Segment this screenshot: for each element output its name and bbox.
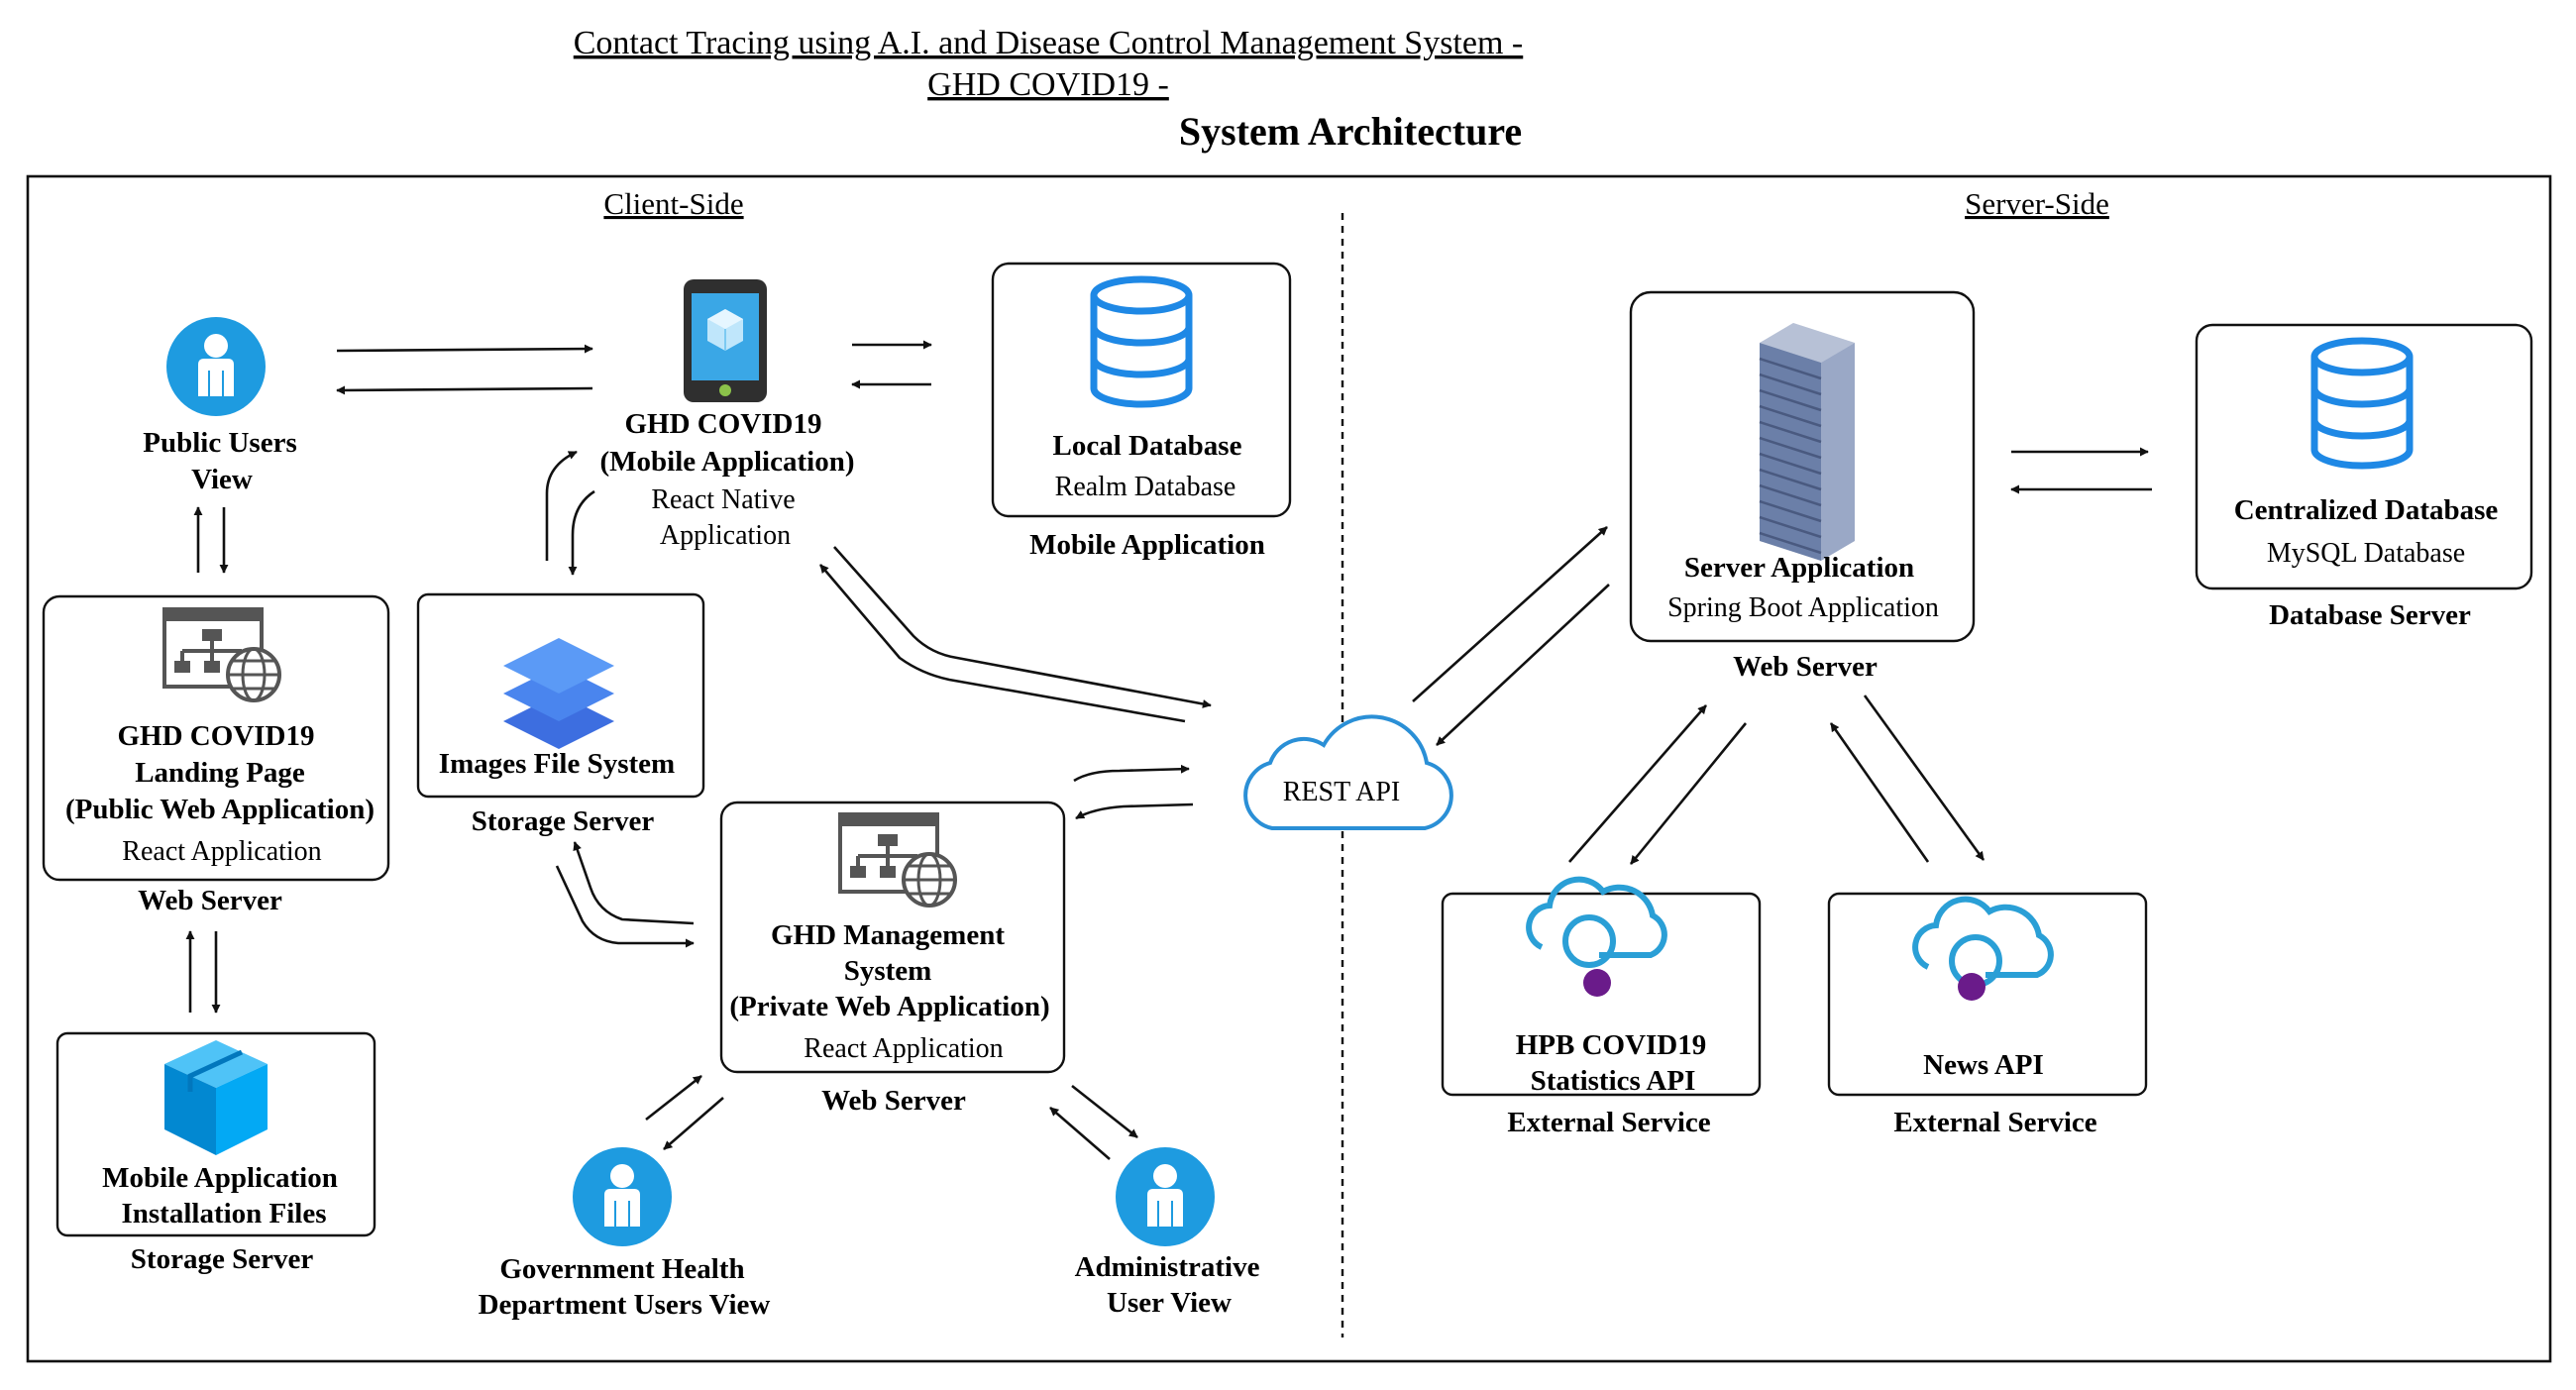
- local-db-subtitle: Realm Database: [1055, 472, 1236, 502]
- hpb-api-caption: External Service: [1507, 1107, 1710, 1138]
- title-line-1: Contact Tracing using A.I. and Disease C…: [574, 25, 1524, 61]
- admin-users-line-2: User View: [1107, 1287, 1232, 1319]
- news-api-box: [1827, 892, 2148, 1097]
- hpb-api-label: HPB COVID19 Statistics API External Serv…: [1507, 1029, 1710, 1138]
- management-web-app-icon: [838, 812, 957, 908]
- rest-api-label: REST API: [1283, 777, 1401, 807]
- public-users-label-line-2: View: [191, 464, 253, 495]
- landing-web-app-icon: [162, 607, 281, 702]
- local-db-title: Local Database: [1053, 430, 1242, 462]
- news-cloud-api-icon: [1912, 896, 2054, 1001]
- install-files-label: Mobile Application Installation Files St…: [102, 1162, 338, 1275]
- gov-users-user-icon: [573, 1147, 672, 1246]
- central-db-box: [2195, 323, 2533, 590]
- install-files-line-2: Installation Files: [121, 1198, 326, 1230]
- management-line-1: GHD Management: [771, 919, 1005, 951]
- hpb-api-line-1: HPB COVID19: [1516, 1029, 1707, 1061]
- server-app-subtitle: Spring Boot Application: [1667, 592, 1939, 623]
- server-rack-icon: [1759, 323, 1855, 561]
- landing-line-2: Landing Page: [135, 757, 305, 789]
- news-api-caption: External Service: [1893, 1107, 2096, 1138]
- images-fs-caption: Storage Server: [472, 805, 655, 837]
- central-db-subtitle: MySQL Database: [2267, 538, 2465, 569]
- mobile-app-label: GHD COVID19 (Mobile Application) React N…: [600, 408, 855, 551]
- hpb-api-line-2: Statistics API: [1531, 1065, 1696, 1097]
- landing-line-3: (Public Web Application): [65, 794, 375, 825]
- central-db-caption: Database Server: [2269, 599, 2471, 631]
- public-users-label: Public Users View: [143, 427, 296, 495]
- gov-users-line-2: Department Users View: [479, 1289, 771, 1321]
- outer-frame: [26, 174, 2552, 1363]
- images-fs-label: Images File System Storage Server: [439, 748, 675, 837]
- local-db-database-icon: [1090, 275, 1193, 408]
- management-label: GHD Management System (Private Web Appli…: [729, 919, 1049, 1117]
- admin-users-user-icon: [1116, 1147, 1215, 1246]
- local-db-caption: Mobile Application: [1029, 529, 1265, 561]
- admin-users-label: Administrative User View: [1075, 1251, 1260, 1319]
- install-files-caption: Storage Server: [131, 1243, 314, 1275]
- mobile-app-line-2: (Mobile Application): [600, 446, 855, 478]
- layers-icon: [503, 638, 614, 749]
- landing-line-4: React Application: [122, 836, 321, 867]
- central-db-title: Centralized Database: [2234, 494, 2499, 526]
- landing-label: GHD COVID19 Landing Page (Public Web App…: [65, 720, 375, 916]
- landing-page-box: [42, 594, 390, 882]
- phone-icon: [684, 279, 767, 402]
- mobile-app-line-3: React Native: [651, 484, 795, 515]
- admin-users-line-1: Administrative: [1075, 1251, 1260, 1283]
- server-side-label: Server-Side: [1965, 186, 2109, 221]
- local-db-label: Local Database Realm Database Mobile App…: [1029, 430, 1265, 561]
- gov-users-line-1: Government Health: [499, 1253, 744, 1285]
- server-app-label: Server Application Spring Boot Applicati…: [1667, 552, 1939, 683]
- client-side-label: Client-Side: [603, 186, 743, 221]
- connector-arrows: [185, 340, 2152, 1160]
- management-line-3: (Private Web Application): [729, 991, 1049, 1022]
- management-box: [719, 801, 1066, 1074]
- mobile-app-line-1: GHD COVID19: [625, 408, 822, 440]
- management-caption: Web Server: [821, 1085, 966, 1117]
- central-db-database-icon: [2310, 337, 2414, 470]
- gov-users-label: Government Health Department Users View: [479, 1253, 771, 1321]
- title-line-2: GHD COVID19 -: [927, 66, 1169, 103]
- local-db-box: [991, 262, 1292, 518]
- news-api-title: News API: [1923, 1049, 2044, 1081]
- server-app-caption: Web Server: [1733, 651, 1878, 683]
- news-api-label: News API External Service: [1893, 1049, 2096, 1138]
- central-db-label: Centralized Database MySQL Database Data…: [2234, 494, 2499, 631]
- public-users-label-line-1: Public Users: [143, 427, 296, 459]
- box-icon: [164, 1040, 268, 1155]
- title-line-3: System Architecture: [1179, 109, 1522, 154]
- management-line-2: System: [844, 955, 932, 987]
- landing-line-1: GHD COVID19: [118, 720, 315, 752]
- images-fs-title: Images File System: [439, 748, 675, 780]
- public-users-user-icon: [166, 317, 266, 416]
- management-line-4: React Application: [804, 1033, 1003, 1064]
- install-files-line-1: Mobile Application: [102, 1162, 338, 1194]
- mobile-app-line-4: Application: [660, 520, 791, 551]
- landing-caption: Web Server: [138, 885, 282, 916]
- diagram-title: Contact Tracing using A.I. and Disease C…: [574, 25, 1524, 154]
- rest-api-cloud-icon: [1243, 714, 1453, 830]
- hpb-cloud-api-icon: [1526, 876, 1667, 997]
- server-app-title: Server Application: [1684, 552, 1914, 584]
